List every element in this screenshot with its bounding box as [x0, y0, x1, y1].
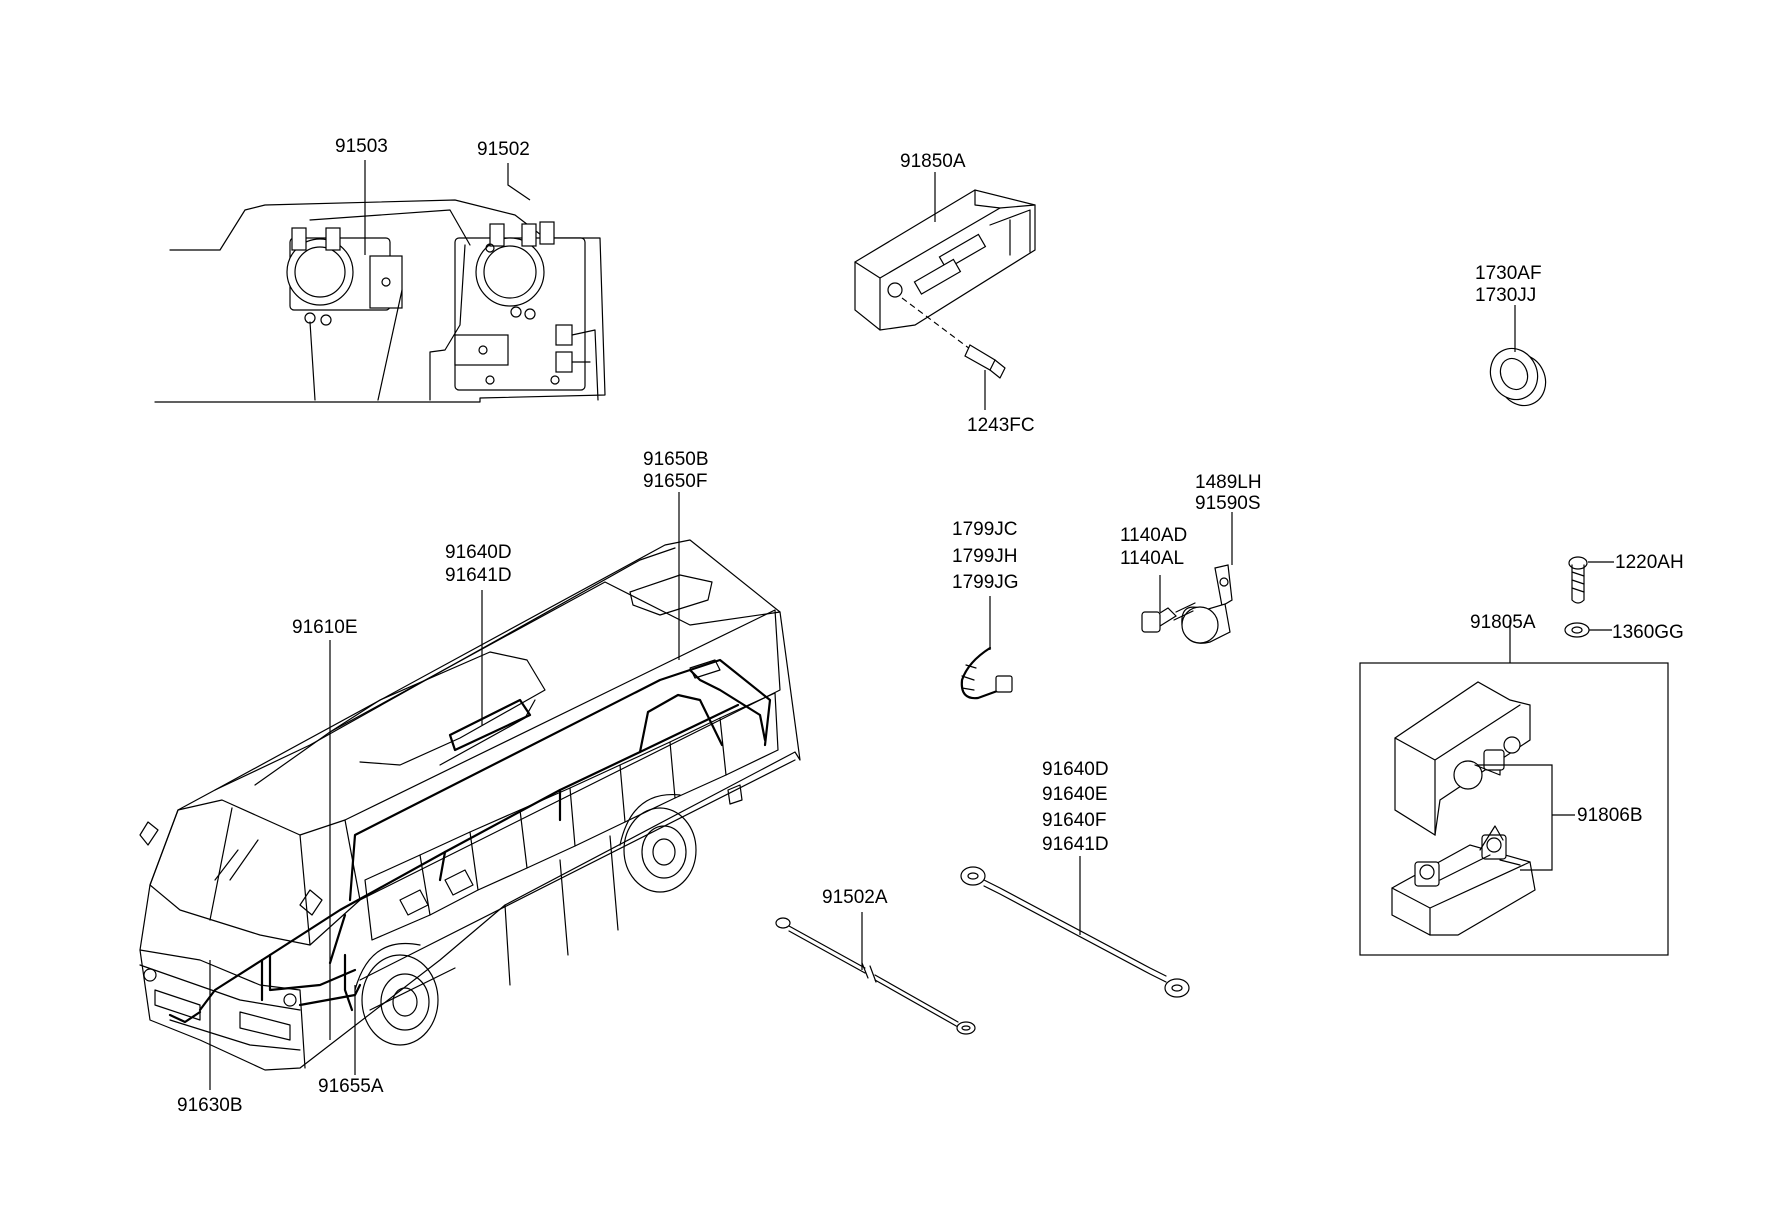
label-1140AL: 1140AL	[1120, 548, 1184, 569]
label-91650F: 91650F	[643, 471, 707, 492]
label-1220AH: 1220AH	[1615, 552, 1684, 573]
label-91640D-cable: 91640D	[1042, 759, 1109, 780]
screw-and-washer	[1564, 556, 1590, 638]
battery-terminal-detail	[154, 199, 606, 403]
label-1730JJ: 1730JJ	[1475, 285, 1536, 306]
label-91641D-cable: 91641D	[1042, 834, 1109, 855]
label-91640F: 91640F	[1042, 810, 1106, 831]
label-91806B: 91806B	[1577, 805, 1643, 826]
label-1730AF: 1730AF	[1475, 263, 1542, 284]
leader-lines	[209, 160, 1614, 1090]
label-91650B: 91650B	[643, 449, 709, 470]
label-1140AD: 1140AD	[1120, 525, 1187, 546]
label-1799JG: 1799JG	[952, 572, 1019, 593]
label-1360GG: 1360GG	[1612, 622, 1684, 643]
label-91503: 91503	[335, 136, 388, 157]
label-91640D-top: 91640D	[445, 542, 512, 563]
label-91850A: 91850A	[900, 151, 966, 172]
grommet	[1489, 347, 1547, 407]
label-91502A: 91502A	[822, 887, 888, 908]
label-1799JC: 1799JC	[952, 519, 1018, 540]
clamp-and-bolt	[1141, 564, 1233, 644]
label-91502: 91502	[477, 139, 530, 160]
fusible-link-box	[1359, 662, 1669, 956]
battery-cable-long	[960, 866, 1190, 998]
label-1489LH: 1489LH	[1195, 472, 1262, 493]
label-91640E: 91640E	[1042, 784, 1108, 805]
label-91630B: 91630B	[177, 1095, 243, 1116]
label-91655A: 91655A	[318, 1076, 384, 1097]
battery-cable-short	[775, 917, 976, 1035]
label-1799JH: 1799JH	[952, 546, 1018, 567]
label-1243FC: 1243FC	[967, 415, 1035, 436]
label-91641D-top: 91641D	[445, 565, 512, 586]
label-91590S: 91590S	[1195, 493, 1261, 514]
fuse-holder-bracket	[854, 189, 1036, 379]
label-91610E: 91610E	[292, 617, 358, 638]
label-91805A: 91805A	[1470, 612, 1536, 633]
part-labels: 91503 91502 91850A 1243FC 1730AF 1730JJ …	[177, 136, 1684, 1116]
bus-illustration	[139, 539, 801, 1071]
cable-tie	[960, 646, 1013, 700]
